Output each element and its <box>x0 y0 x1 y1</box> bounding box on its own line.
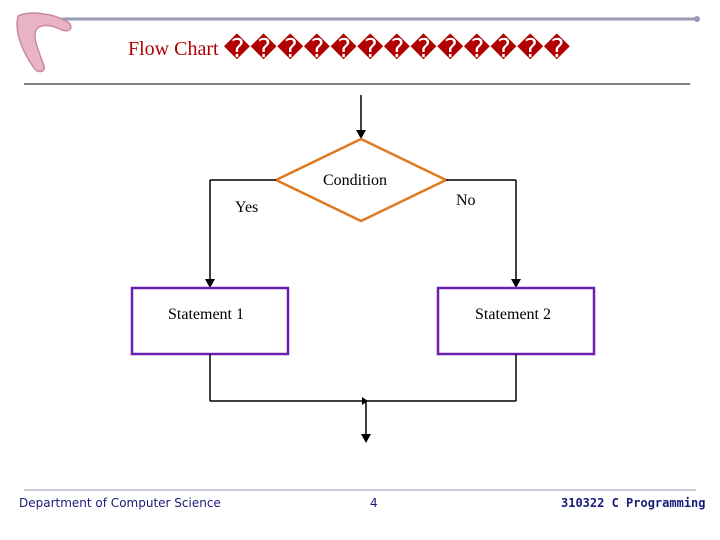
logo-boomerang-icon <box>16 12 72 73</box>
slide-title-text: Flow Chart <box>128 38 219 60</box>
header-line-end-dot <box>694 16 700 22</box>
exit-arrowhead <box>361 434 371 443</box>
footer-department: Department of Computer Science <box>19 496 221 510</box>
entry-arrowhead <box>356 130 366 139</box>
footer-course: 310322 C Programming <box>561 496 706 510</box>
condition-label: Condition <box>323 172 388 189</box>
footer-page-number: 4 <box>370 496 378 510</box>
condition-diamond <box>273 137 449 223</box>
statement2-label: Statement 2 <box>475 306 551 323</box>
no-label: No <box>456 192 476 209</box>
yes-label: Yes <box>235 199 259 216</box>
no-arrowhead <box>511 279 521 288</box>
statement1-label: Statement 1 <box>168 306 244 323</box>
slide-title: Flow Chart ������������� <box>128 34 570 64</box>
slide-title-garbled: ������������� <box>223 34 571 64</box>
merge-tick <box>362 397 368 405</box>
yes-arrowhead <box>205 279 215 288</box>
